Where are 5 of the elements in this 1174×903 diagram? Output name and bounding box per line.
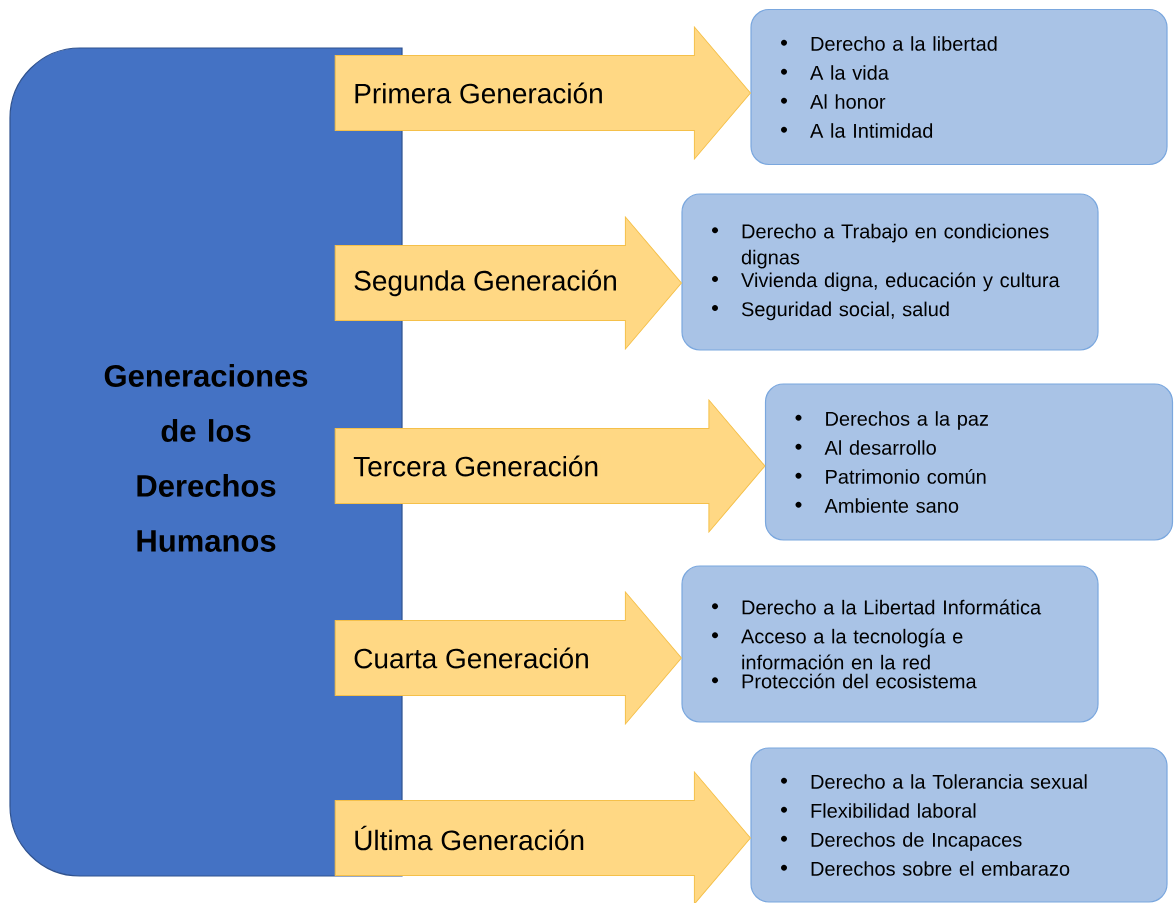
bullet-box: Derecho a Trabajo en condiciones dignas Vivienda digna, educación y cultura Seguridad social, salud [681,193,1099,351]
bullet-box: Derecho a la Libertad Informática Acceso a la tecnología e información en la red Protección del ecosistema [681,565,1099,723]
bullet-box: Derecho a la Tolerancia sexual Flexibilidad laboral Derechos de Incapaces Derechos sobre el embarazo [750,747,1168,903]
bullet-box: Derecho a la libertad A la vida Al honor A la Intimidad [750,8,1168,166]
bullet-box: Derechos a la paz Al desarrollo Patrimonio común Ambiente sano [764,383,1174,541]
